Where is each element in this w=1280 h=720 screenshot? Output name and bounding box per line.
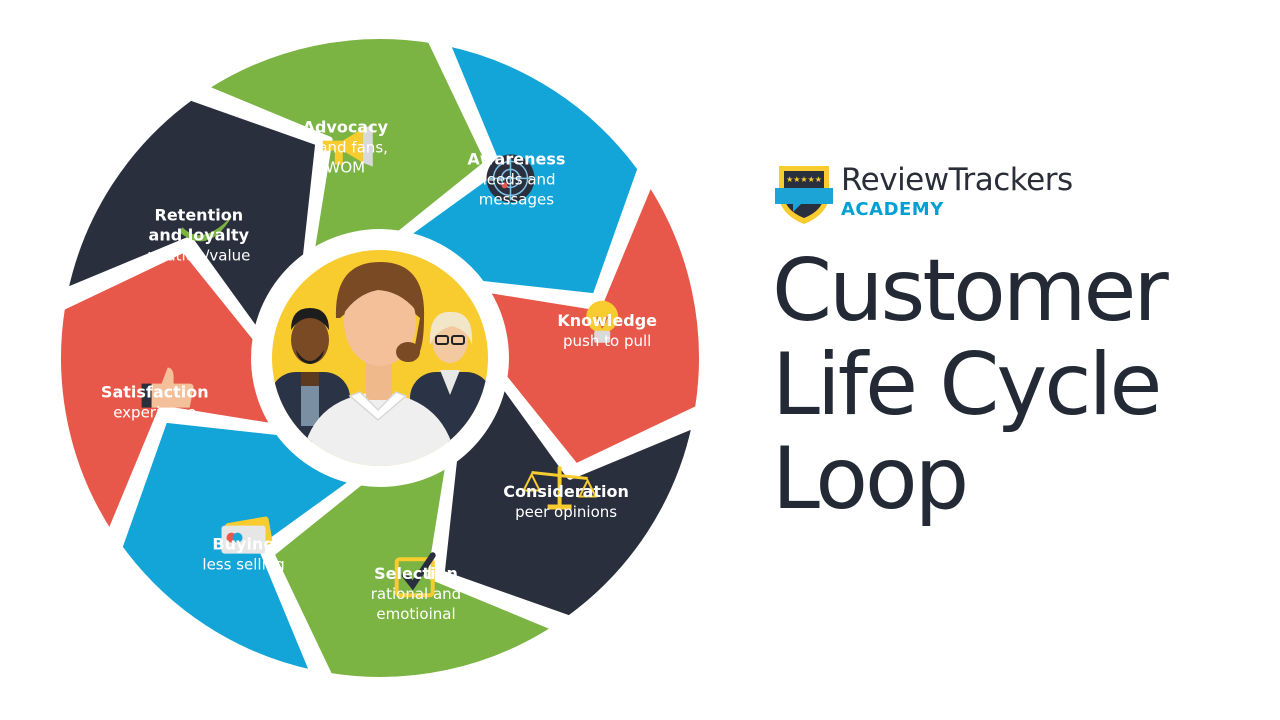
stage-subtitle: less selling [202,556,284,574]
stage-title: Buying [212,535,274,554]
brand-subtitle: ACADEMY [841,199,944,220]
stage-subtitle: peer opinions [515,503,617,521]
stage-subtitle: WOM [326,159,366,177]
title-line-2: Life Cycle [772,335,1162,435]
stage-satisfaction: Satisfaction experience [55,246,278,537]
scales-icon [521,466,598,510]
stage-title: and loyalty [149,225,250,244]
stage-subtitle: messages [479,190,554,208]
stage-arrow [268,460,559,683]
stage-subtitle: push to pull [563,332,651,350]
checkbox-icon [394,552,436,598]
stage-subtitle: brand fans, [303,139,388,157]
credit-cards-icon [221,516,273,554]
stage-subtitle: experience [113,404,196,422]
stage-selection: Selection rational and emotioinal [268,460,559,683]
stage-title: Awareness [467,149,565,168]
customers-group-icon [262,240,498,476]
stage-title: Knowledge [557,311,657,330]
svg-text:★★★★★: ★★★★★ [786,175,822,184]
stage-knowledge: Knowledge push to pull [482,179,705,470]
lightbulb-icon [586,300,619,343]
stage-title: Satisfaction [101,383,209,402]
stage-advocacy: Advocacy brand fans, WOM [201,33,492,256]
stage-title: Consideration [503,482,629,501]
shield-stars-icon: ★★★★★ [775,166,833,224]
title-line-3: Loop [772,429,969,529]
thumbs-up-icon [141,367,194,408]
stage-subtitle: rational and [371,585,461,603]
stage-buying: Buying less selling [116,416,357,676]
stage-title: Advocacy [303,118,389,137]
stage-title: Retention [155,205,244,224]
stage-consideration: Consideration peer opinions [438,381,698,622]
radar-icon [486,154,535,203]
stage-title: Selection [374,564,458,583]
stage-subtitle: needs and [477,170,555,188]
page-title: Customer Life Cycle Loop [772,244,1272,526]
cycle-segments: Advocacy brand fans, WOM Awareness needs and… [55,33,705,683]
stage-arrow [62,94,322,335]
life-cycle-diagram: Advocacy brand fans, WOM Awareness needs and… [55,33,705,683]
brand-logo: ★★★★★ ReviewTrackers ACADEMY [775,160,1135,230]
stage-arrow [438,381,698,622]
boomerang-icon [178,215,233,242]
title-line-1: Customer [772,241,1169,341]
megaphone-icon [322,124,373,167]
stage-subtitle: relation/value [147,246,250,264]
stage-awareness: Awareness needs and messages [403,40,644,300]
stage-subtitle: emotioinal [376,605,455,623]
brand-name: ReviewTrackers [841,162,1073,198]
